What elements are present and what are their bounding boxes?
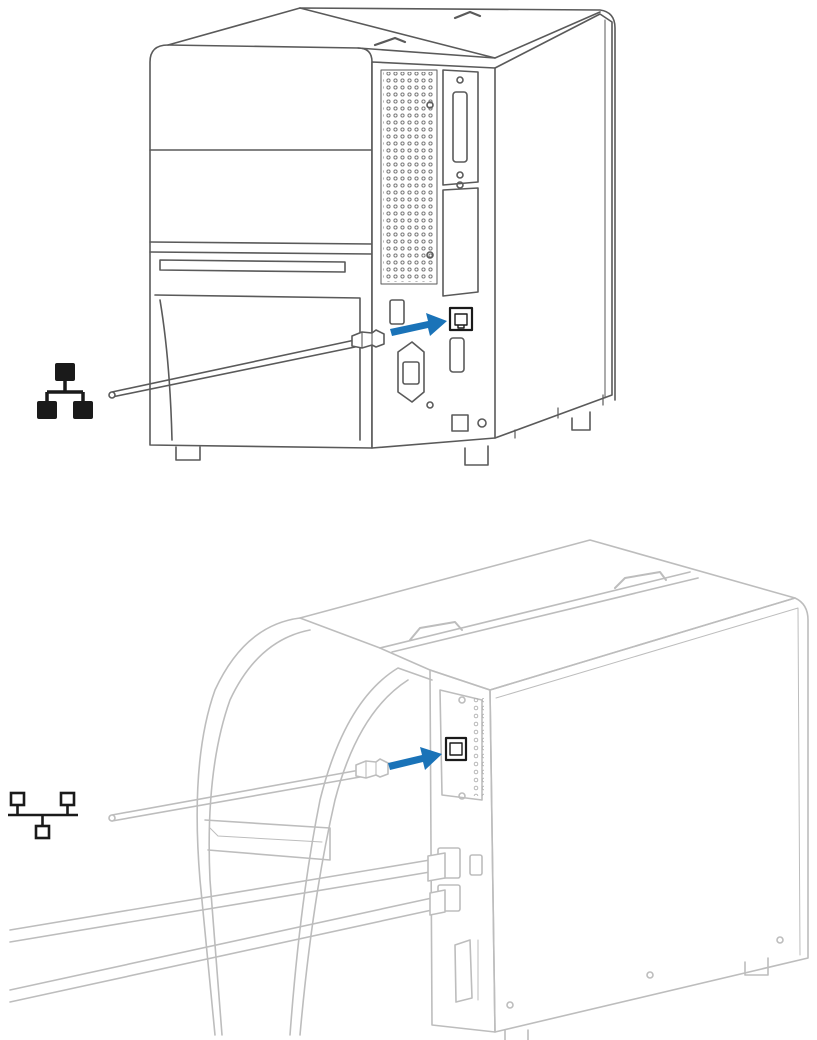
ac-power-inlet <box>454 939 473 1003</box>
ethernet-cable <box>111 339 356 393</box>
network-node-bottom <box>34 824 51 840</box>
ac-power-inlet <box>397 341 425 403</box>
parallel-port-module <box>442 69 479 186</box>
ethernet-plug <box>351 329 385 349</box>
network-node-right <box>73 401 93 419</box>
printer-media-slot-edge <box>209 827 323 843</box>
vent-grille-frame <box>380 69 438 285</box>
printer-top-edge <box>357 47 496 59</box>
network-icon-filled <box>37 363 93 419</box>
screw <box>456 76 464 84</box>
power-cable-inner <box>9 909 433 1003</box>
insert-direction-arrow-bottom <box>388 747 442 770</box>
printer-foot <box>464 445 489 466</box>
printer-hinge <box>409 621 463 641</box>
screw <box>456 171 464 179</box>
printer-top-panel <box>299 7 601 59</box>
printer-window-lower <box>149 241 373 255</box>
screw <box>426 401 434 409</box>
screw <box>426 101 434 109</box>
printer-cover-outer <box>196 617 431 1036</box>
serial-port <box>449 337 465 373</box>
screw <box>506 1001 514 1009</box>
power-switch <box>389 299 405 325</box>
vent-grille <box>383 72 435 282</box>
screw <box>646 971 654 979</box>
network-node-left <box>37 401 57 419</box>
ethernet-plug <box>355 758 389 779</box>
ethernet-plug-detail <box>365 760 377 779</box>
printer-cover-band-inner <box>299 679 409 1036</box>
ethernet-plug-detail <box>361 331 373 349</box>
screw <box>776 936 784 944</box>
printer-top-ridge-2 <box>391 577 699 653</box>
usb-plug <box>427 852 446 882</box>
printer-right-side <box>494 13 613 439</box>
insert-direction-arrow-top <box>390 313 447 336</box>
printer-rear-panel <box>489 597 809 1033</box>
connector-module <box>439 689 483 801</box>
printer-foot <box>175 446 201 461</box>
screw <box>426 251 434 259</box>
printer-hinge <box>614 571 667 589</box>
screw <box>456 181 464 189</box>
printer-cover-inner <box>208 629 311 1036</box>
printer-front-body <box>149 44 373 449</box>
printer-rear-panel-inner <box>495 607 801 956</box>
ethernet-port <box>448 306 474 332</box>
network-node-top <box>55 363 75 381</box>
network-node-right <box>59 791 76 807</box>
power-plug <box>429 889 446 916</box>
parallel-port <box>452 91 468 163</box>
ethernet-port-jack <box>454 313 468 329</box>
network-icon-outline <box>8 791 78 840</box>
printer-detail <box>514 394 604 439</box>
printer-foot <box>571 411 591 431</box>
ethernet-cable <box>111 769 361 816</box>
printer-side-panel <box>429 669 496 1033</box>
ethernet-cable-inner <box>111 346 356 398</box>
printer-lid <box>167 7 616 401</box>
printer-cover-band <box>289 667 433 1036</box>
printer-rear-view-bottom <box>9 539 809 1040</box>
ethernet-port-jack <box>449 742 463 756</box>
option-slot-cover <box>442 187 479 297</box>
printer-foot <box>504 1029 529 1040</box>
network-connector-lines <box>45 381 85 402</box>
network-node-left <box>9 791 26 807</box>
power-switch <box>469 854 483 876</box>
printer-media-slot <box>204 819 331 861</box>
ethernet-port <box>444 736 468 762</box>
vent-grille <box>472 698 484 796</box>
usb-cable-inner <box>9 871 431 943</box>
ethernet-cable-inner <box>111 776 361 822</box>
printer-side-curve <box>159 299 173 441</box>
printer-lower-panel <box>154 294 361 441</box>
printer-rear-view-top <box>108 7 616 466</box>
ethernet-cable-end <box>108 814 116 822</box>
ac-power-socket <box>402 361 420 385</box>
printer-foot <box>744 957 769 976</box>
printer-hinge <box>373 10 482 47</box>
power-cable <box>9 897 433 991</box>
printer-top-ridge <box>379 571 691 649</box>
printer-media-slot <box>159 259 346 273</box>
screw <box>477 418 487 428</box>
ethernet-cable-end <box>108 391 116 399</box>
usb-cable <box>9 859 431 931</box>
screw <box>458 696 466 704</box>
network-connector-lines <box>8 805 78 826</box>
screw <box>458 792 466 800</box>
usb-port <box>451 414 469 432</box>
